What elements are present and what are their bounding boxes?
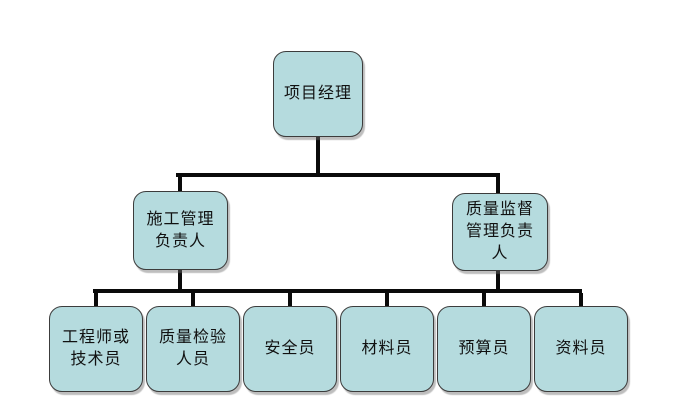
org-node-engineer-technician: 工程师或 技术员 [49,306,143,392]
connector-drop-engineer [94,293,98,307]
connector-drop-document [579,293,583,307]
org-node-quality-inspector: 质量检验 人员 [146,306,240,392]
org-node-construction-manager: 施工管理 负责人 [133,191,228,270]
connector-level2-bus [176,173,500,177]
org-node-project-manager: 项目经理 [273,51,363,137]
connector-level3-bus [93,289,582,293]
connector-drop-budget [482,293,486,307]
connector-drop-safety [288,293,292,307]
org-node-quality-supervision-manager: 质量监督 管理负责 人 [452,193,548,271]
connector-drop-inspector [191,293,195,307]
org-node-safety-officer: 安全员 [243,306,337,392]
org-node-material-officer: 材料员 [340,306,434,392]
connector-construction-trunk [178,270,182,291]
connector-drop-construction [178,177,182,192]
org-node-budget-officer: 预算员 [437,306,531,392]
connector-drop-quality-supervision [496,177,500,194]
connector-drop-material [385,293,389,307]
connector-quality-trunk [496,271,500,291]
org-node-document-officer: 资料员 [534,306,628,392]
connector-root-trunk [316,137,320,175]
